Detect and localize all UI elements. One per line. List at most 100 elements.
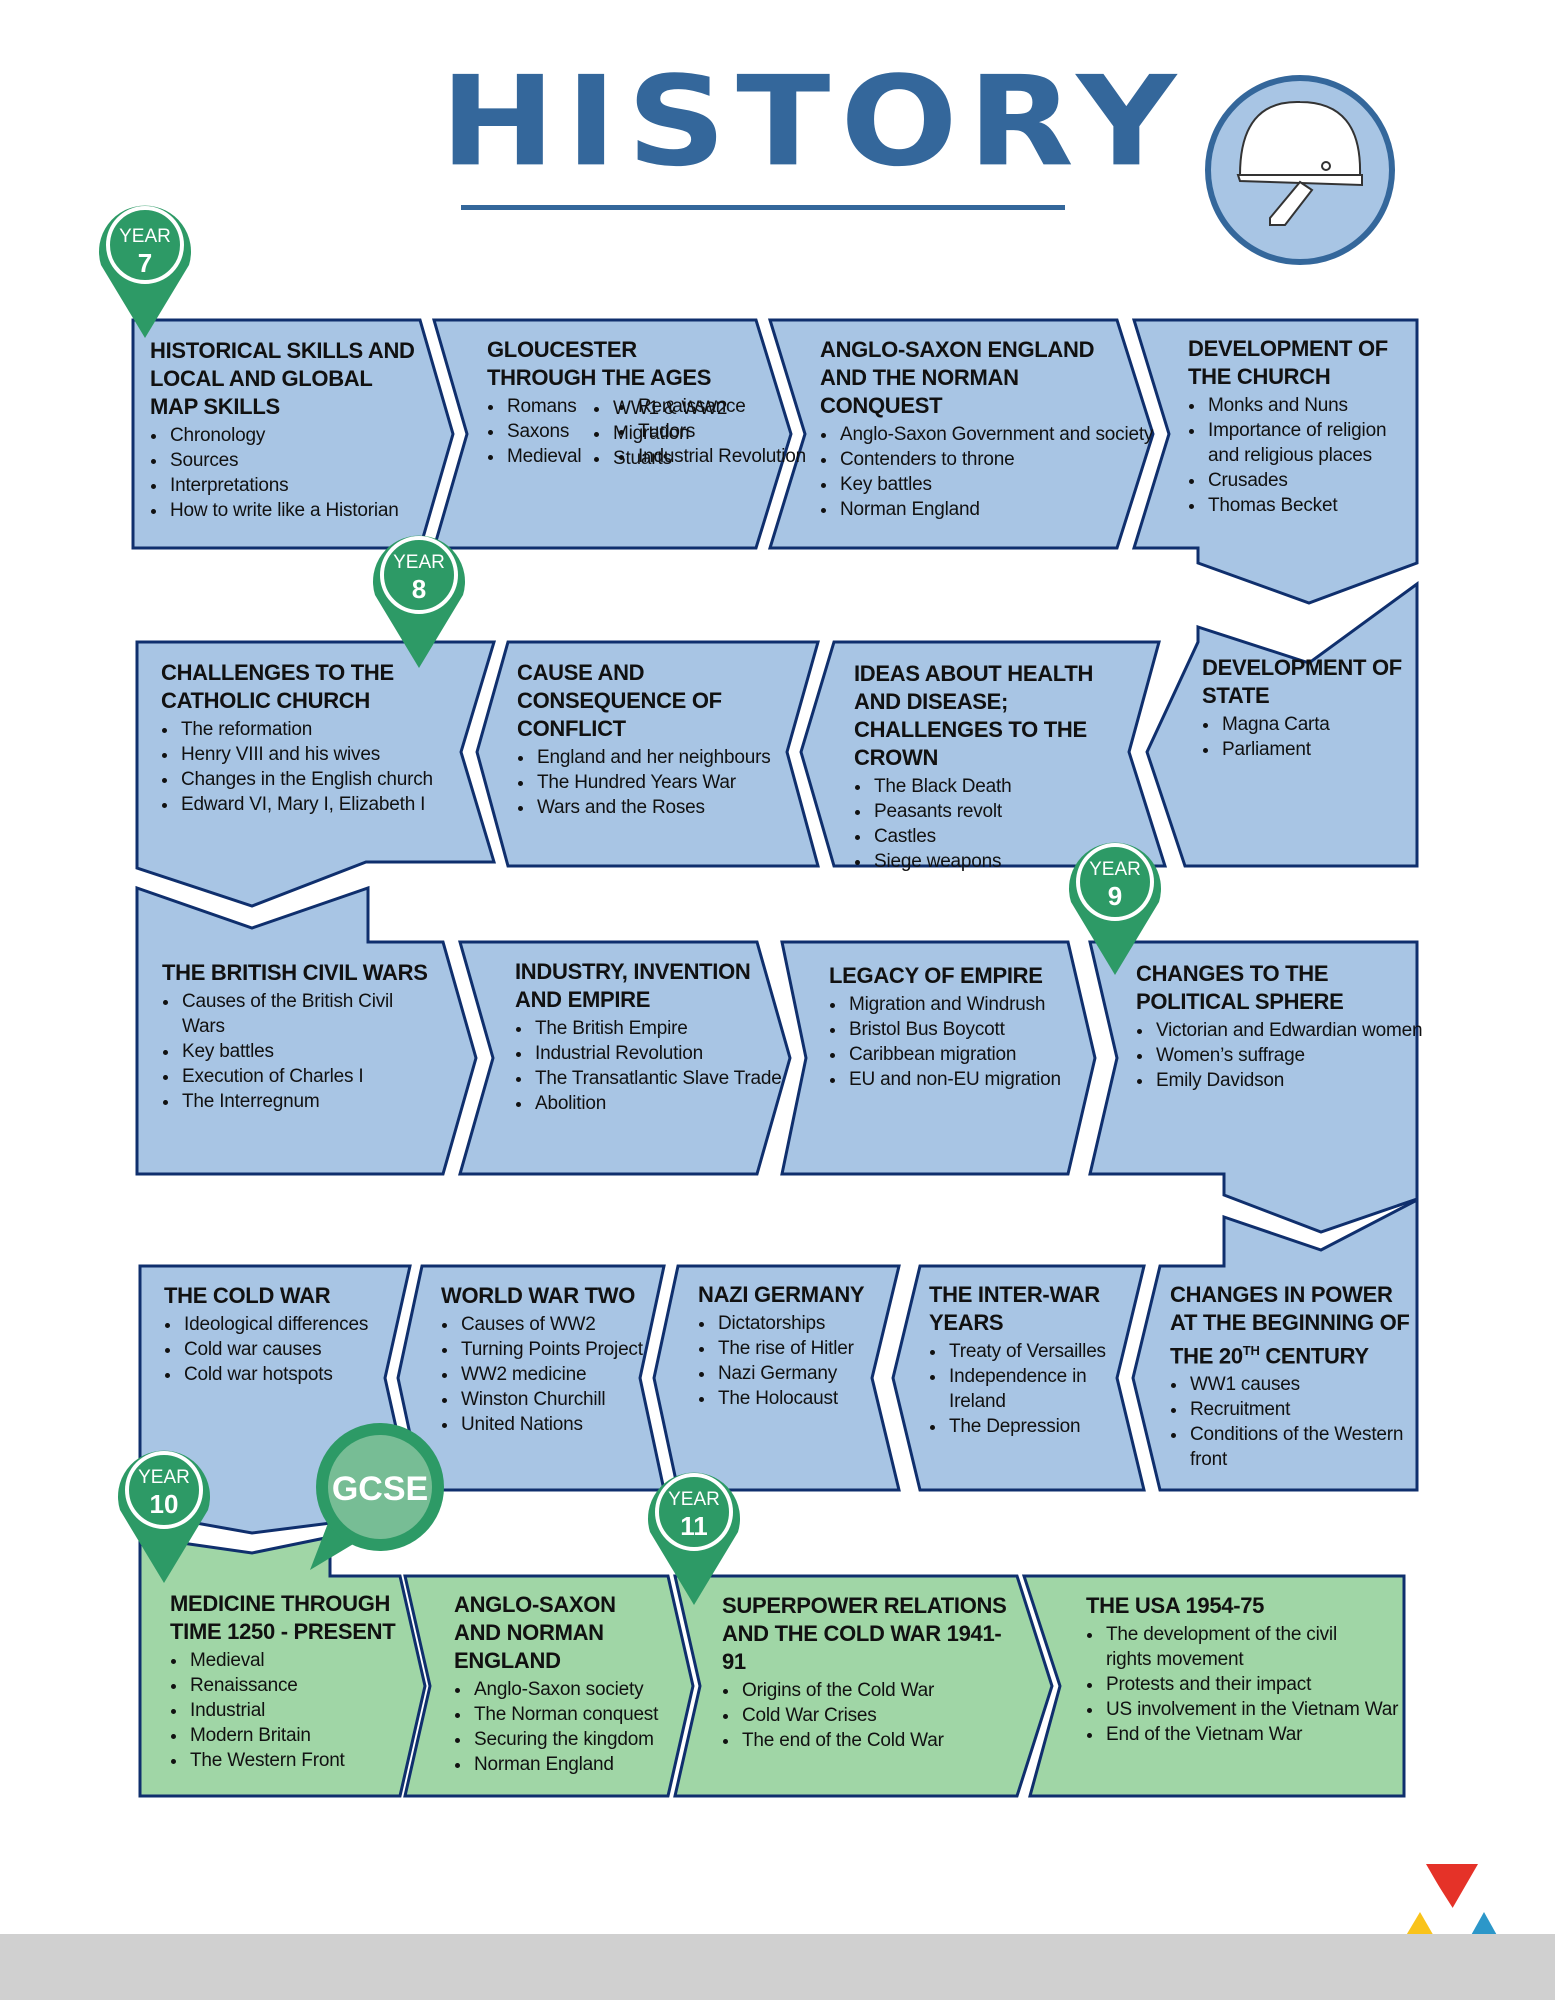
- title-underline: [461, 205, 1065, 210]
- year-7-number: 7: [138, 248, 152, 278]
- list-item: England and her neighbours: [535, 745, 802, 770]
- year-9-label: YEAR: [1089, 859, 1141, 880]
- list-item: Peasants revolt: [872, 799, 1134, 824]
- helmet-icon: [1236, 100, 1363, 226]
- box-title: CHALLENGES TO THE CATHOLIC CHURCH: [161, 660, 394, 713]
- box-challenges-catholic-church: CHALLENGES TO THE CATHOLIC CHURCH The re…: [161, 659, 451, 817]
- shape-nazi-germany: [652, 1264, 901, 1492]
- list-item: Cold War Crises: [740, 1703, 1012, 1728]
- list-item: Monks and Nuns: [1206, 393, 1398, 418]
- year-10-number: 10: [150, 1489, 179, 1519]
- box-title: THE INTER-WAR YEARS: [929, 1282, 1100, 1335]
- box-title: ANGLO-SAXON AND NORMAN ENGLAND: [454, 1592, 616, 1673]
- list-item: Edward VI, Mary I, Elizabeth I: [179, 792, 451, 817]
- shape-development-of-state: [1145, 581, 1419, 868]
- shape-superpower-relations: [673, 1574, 1054, 1798]
- list-item: Bristol Bus Boycott: [847, 1017, 1079, 1042]
- shape-british-civil-wars: [135, 885, 478, 1176]
- box-development-of-church: DEVELOPMENT OF THE CHURCH Monks and Nuns…: [1188, 335, 1398, 518]
- box-title: HISTORICAL SKILLS AND LOCAL AND GLOBAL M…: [150, 338, 415, 419]
- box-industry-invention-empire: INDUSTRY, INVENTION AND EMPIRE The Briti…: [515, 958, 782, 1116]
- list-item: Turning Points Project: [459, 1337, 656, 1362]
- list-item: Siege weapons: [872, 849, 1134, 874]
- year-7-label: YEAR: [119, 226, 171, 247]
- gcse-bubble: GCSE: [310, 1423, 444, 1570]
- list-item: Key battles: [838, 472, 1140, 497]
- list-item: Wars and the Roses: [535, 795, 802, 820]
- list-item: The Hundred Years War: [535, 770, 802, 795]
- shape-ideas-health-disease: [799, 640, 1168, 868]
- box-superpower-relations: SUPERPOWER RELATIONS AND THE COLD WAR 19…: [722, 1592, 1012, 1753]
- box-title: THE BRITISH CIVIL WARS: [162, 960, 428, 985]
- year-11-label: YEAR: [668, 1489, 720, 1510]
- list-item: The Western Front: [188, 1748, 410, 1773]
- title-main: CHANGES IN POWER AT THE BEGINNING OF THE…: [1170, 1282, 1410, 1369]
- box-changes-in-power: CHANGES IN POWER AT THE BEGINNING OF THE…: [1170, 1281, 1410, 1472]
- box-title: CAUSE AND CONSEQUENCE OF CONFLICT: [517, 660, 722, 741]
- year-11-number: 11: [680, 1511, 708, 1541]
- footer-bar: [0, 1934, 1555, 2000]
- list-item: Causes of WW2: [459, 1312, 656, 1337]
- list-item: The Black Death: [872, 774, 1134, 799]
- helmet-badge: [1205, 75, 1395, 265]
- list-item: EU and non-EU migration: [847, 1067, 1079, 1092]
- list-item: Securing the kingdom: [472, 1727, 664, 1752]
- year-8-label: YEAR: [393, 552, 445, 573]
- list-item: Norman England: [472, 1752, 664, 1777]
- list-item: Industrial: [188, 1698, 410, 1723]
- list-item: Saxons: [505, 419, 624, 444]
- list-item: The reformation: [179, 717, 451, 742]
- box-title: DEVELOPMENT OF STATE: [1202, 655, 1402, 708]
- box-inter-war-years: THE INTER-WAR YEARS Treaty of Versailles…: [929, 1281, 1114, 1439]
- list-item: Industrial Revolution: [533, 1041, 775, 1066]
- list-item: Renaissance: [188, 1673, 410, 1698]
- list-item: Treaty of Versailles: [947, 1339, 1114, 1364]
- list-item: Women’s suffrage: [1154, 1043, 1416, 1068]
- box-title: CHANGES IN POWER AT THE BEGINNING OF THE…: [1170, 1281, 1410, 1370]
- list-item: End of the Vietnam War: [1104, 1722, 1386, 1747]
- list-item: Industrial Revolution: [636, 444, 806, 469]
- list-item: The Norman conquest: [472, 1702, 664, 1727]
- list-item: Cold war causes: [182, 1337, 394, 1362]
- list-item: Anglo-Saxon society: [472, 1677, 664, 1702]
- list-item: The Transatlantic Slave Trade: [533, 1066, 782, 1091]
- list-item: Key battles: [180, 1039, 412, 1064]
- list-item: Henry VIII and his wives: [179, 742, 451, 767]
- shape-anglo-saxon-norman-england: [403, 1574, 695, 1798]
- box-title: ANGLO-SAXON ENGLAND AND THE NORMAN CONQU…: [820, 337, 1095, 418]
- list-item: Winston Churchill: [459, 1387, 656, 1412]
- box-title: GLOUCESTER THROUGH THE AGES: [487, 337, 712, 390]
- box-title: SUPERPOWER RELATIONS AND THE COLD WAR 19…: [722, 1593, 1007, 1674]
- list-item: Thomas Becket: [1206, 493, 1398, 518]
- shape-gloucester: [432, 318, 793, 550]
- year-8-number: 8: [412, 574, 426, 604]
- shape-legacy-of-empire: [780, 940, 1097, 1176]
- shape-historical-skills: [131, 318, 455, 550]
- box-title: MEDICINE THROUGH TIME 1250 - PRESENT: [170, 1591, 396, 1644]
- list-item: Causes of the British Civil Wars: [180, 989, 412, 1039]
- list-item: WW1 & WW2: [611, 396, 733, 421]
- list-item: Modern Britain: [188, 1723, 410, 1748]
- list-item: Stuarts: [611, 446, 733, 471]
- box-changes-political-sphere: CHANGES TO THE POLITICAL SPHERE Victoria…: [1136, 960, 1423, 1093]
- list-item: Tudors: [636, 419, 755, 444]
- box-title: LEGACY OF EMPIRE: [829, 963, 1043, 988]
- list-item: United Nations: [459, 1412, 656, 1437]
- list-item: Cold war hotspots: [182, 1362, 394, 1387]
- box-cold-war: THE COLD WAR Ideological differences Col…: [164, 1282, 394, 1387]
- box-title: THE COLD WAR: [164, 1283, 331, 1308]
- box-gloucester-through-the-ages: GLOUCESTER THROUGH THE AGES Romans Saxon…: [487, 336, 806, 469]
- box-title: DEVELOPMENT OF THE CHURCH: [1188, 336, 1388, 389]
- year-9-pin: YEAR 9: [1069, 842, 1161, 975]
- box-title: CHANGES TO THE POLITICAL SPHERE: [1136, 961, 1344, 1014]
- list-item: Recruitment: [1188, 1397, 1410, 1422]
- list-item: Romans: [505, 394, 624, 419]
- box-title: IDEAS ABOUT HEALTH AND DISEASE; CHALLENG…: [854, 661, 1094, 770]
- year-7-pin: YEAR 7: [99, 205, 192, 338]
- box-gloucester-second-column: WW1 & WW2 Migration Stuarts: [593, 394, 733, 471]
- title-superscript: TH: [1242, 1343, 1260, 1358]
- list-item: Independence in Ireland: [947, 1364, 1114, 1414]
- list-item: Castles: [872, 824, 1134, 849]
